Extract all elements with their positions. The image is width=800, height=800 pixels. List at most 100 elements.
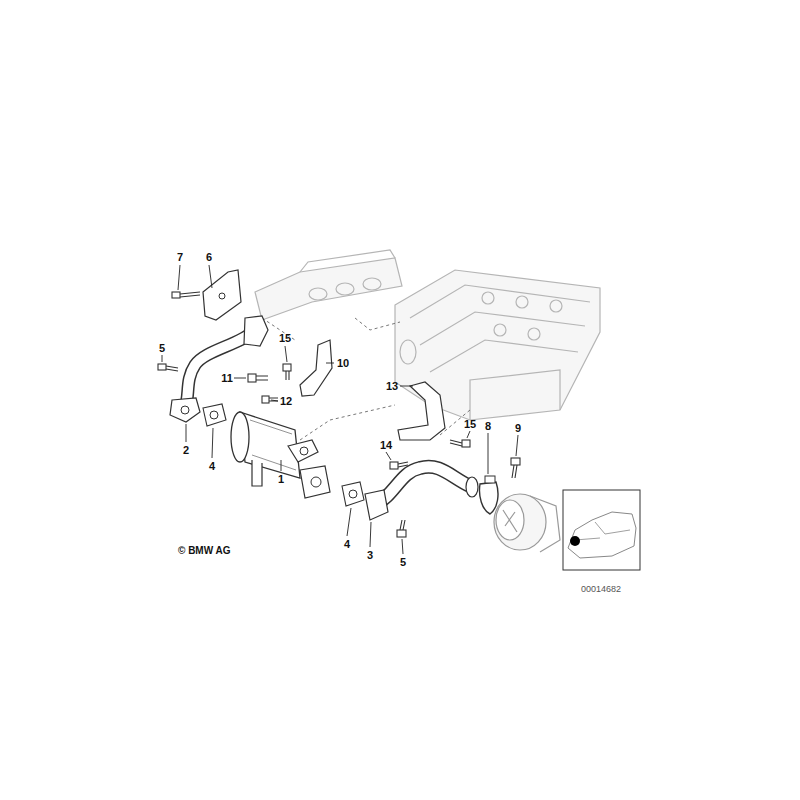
bolt	[172, 292, 200, 298]
bolt	[397, 520, 406, 537]
manifold-edge	[300, 250, 395, 272]
callout-number: 1	[278, 474, 284, 485]
clamp-lug	[485, 476, 495, 483]
pipe-flange	[170, 398, 200, 422]
assembly-line	[355, 318, 400, 330]
callout-number: 14	[380, 440, 392, 451]
bolt	[390, 462, 408, 469]
pipe-flange	[244, 316, 268, 346]
pipe-bracket	[398, 382, 445, 440]
leader-line	[178, 265, 180, 290]
coolant-stub	[252, 460, 262, 486]
callout-number: 11	[221, 373, 233, 384]
egr-pipe	[375, 467, 470, 505]
bolt-shank	[286, 371, 289, 380]
bolt-head	[158, 364, 166, 370]
exhaust-manifold	[255, 250, 402, 320]
inset-frame	[563, 490, 640, 570]
gasket	[342, 482, 364, 506]
bolt-head	[248, 374, 256, 382]
valve-housing	[530, 496, 560, 552]
leader-line	[467, 431, 470, 438]
bracket-hole	[219, 293, 225, 299]
bolt-head	[390, 462, 398, 469]
leader-line	[488, 433, 489, 474]
heat-shield-bracket	[203, 270, 241, 320]
leader-line	[162, 355, 163, 362]
callout-number: 4	[344, 539, 350, 550]
camshaft-line	[410, 285, 590, 372]
bolt-head	[283, 364, 291, 371]
manifold-port	[336, 283, 354, 295]
valve-body	[494, 494, 546, 550]
leader-line	[271, 400, 278, 401]
valve-bore	[496, 500, 524, 540]
leader-line	[186, 424, 187, 442]
callout-number: 2	[183, 445, 189, 456]
valve-flap	[503, 510, 517, 532]
head-boss	[482, 292, 494, 304]
bolt-shank	[166, 366, 178, 371]
leader-line	[347, 508, 351, 536]
leader-line	[516, 435, 518, 456]
assembly-line	[250, 318, 470, 440]
leader-line	[209, 265, 212, 288]
head-boss	[528, 328, 540, 340]
leader-line	[400, 386, 413, 387]
egr-pipe-fill	[375, 467, 470, 505]
car-detail	[575, 522, 630, 540]
leader-line	[326, 363, 334, 364]
hose-clamp	[479, 482, 498, 514]
leader-line	[162, 265, 518, 554]
head-boss	[494, 324, 506, 336]
image-number: 00014682	[581, 585, 621, 594]
bolt-shank	[256, 376, 268, 380]
callout-number: 13	[386, 381, 398, 392]
bolt-shank	[269, 398, 278, 401]
bolt-shank	[400, 520, 405, 530]
cooler-flange	[288, 440, 318, 462]
cooler-end	[231, 412, 249, 462]
bolt-head	[397, 530, 406, 537]
gasket	[203, 404, 226, 426]
callout-number: 15	[464, 419, 476, 430]
location-dot	[570, 536, 580, 546]
bolt-head	[172, 292, 180, 298]
gasket-hole	[210, 411, 218, 419]
leader-line	[370, 522, 371, 547]
callout-number: 5	[400, 557, 406, 568]
bolt	[450, 440, 470, 447]
bolt-shank	[180, 292, 200, 297]
head-boss	[550, 300, 562, 312]
callout-number: 5	[159, 343, 165, 354]
head-port	[400, 340, 416, 364]
callout-number: 4	[209, 461, 215, 472]
leader-line	[212, 428, 213, 458]
gasket-hole	[349, 490, 357, 498]
leader-line	[386, 452, 391, 460]
bolt-head	[462, 440, 470, 447]
bolt-shank	[398, 462, 408, 467]
flange-hole	[300, 447, 308, 455]
cooler-flange	[300, 466, 330, 498]
callout-number: 6	[206, 252, 212, 263]
callout-number: 3	[367, 550, 373, 561]
manifold-port	[309, 288, 327, 300]
egr-cooler	[231, 412, 330, 498]
flange-hole	[181, 406, 189, 414]
support-bracket	[300, 340, 332, 396]
bolt-shank	[450, 440, 462, 446]
callout-number: 7	[177, 252, 183, 263]
bolt-head	[511, 458, 520, 465]
bolt	[511, 458, 520, 478]
manifold-body	[255, 258, 402, 320]
pipe-flange	[365, 490, 388, 520]
egr-valve	[494, 494, 560, 552]
leader-line	[281, 460, 282, 471]
flange-hole	[311, 477, 321, 487]
leader-line	[285, 346, 287, 362]
callout-number: 8	[485, 421, 491, 432]
leader-line	[402, 539, 403, 554]
